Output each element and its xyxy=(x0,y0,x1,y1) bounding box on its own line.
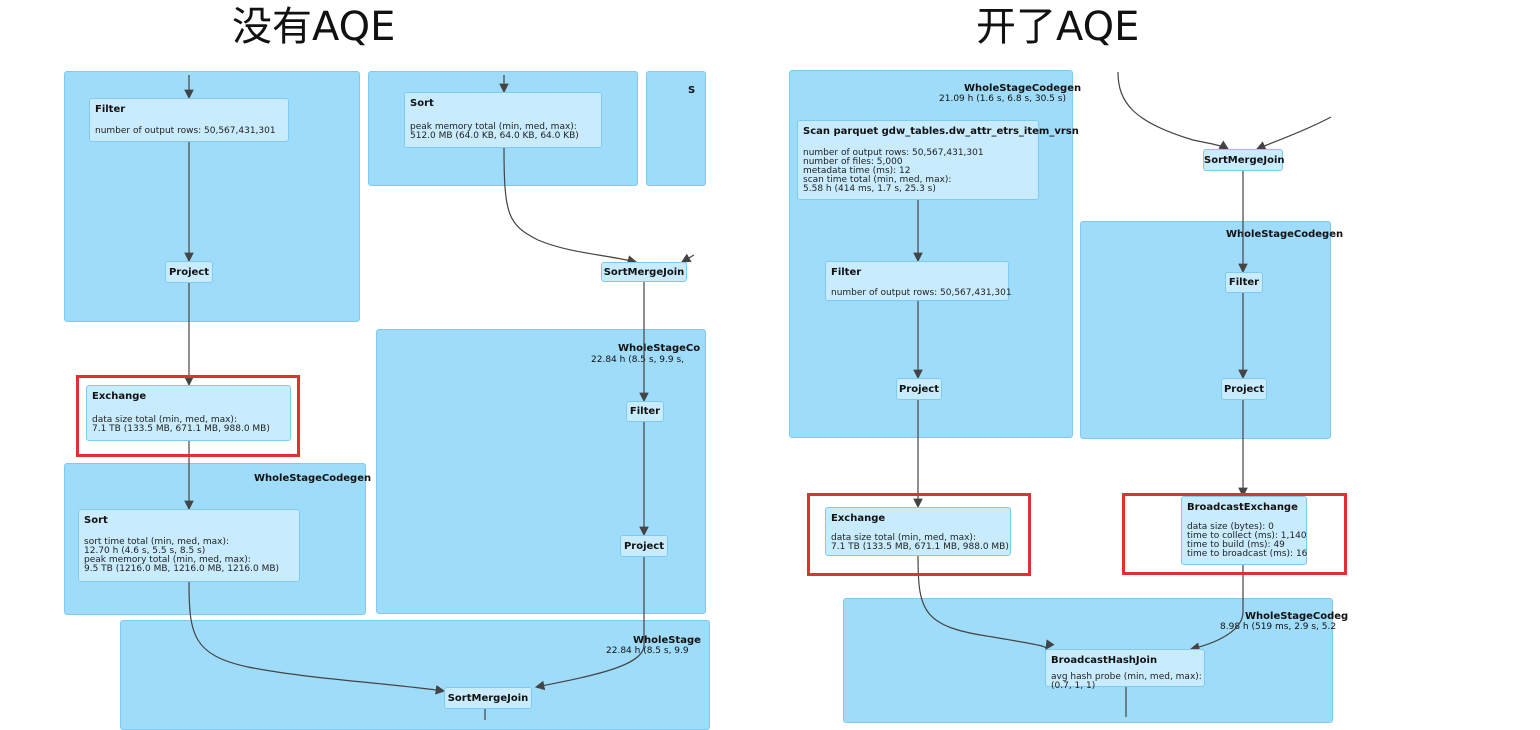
right-filter-b-title: Filter xyxy=(1228,277,1260,288)
wsc-bottom-label: WholeStage xyxy=(633,635,701,646)
right-bhj-title: BroadcastHashJoin xyxy=(1051,655,1158,666)
left-project-a-title: Project xyxy=(168,267,210,278)
right-bcast-node[interactable]: BroadcastExchange data size (bytes): 0 t… xyxy=(1181,496,1307,565)
left-filter-b-node[interactable]: Filter xyxy=(626,401,664,422)
left-exchange-highlight xyxy=(76,375,300,457)
right-exchange-node[interactable]: Exchange data size total (min, med, max)… xyxy=(825,507,1011,556)
right-project-title: Project xyxy=(898,384,940,395)
right-filter-detail: number of output rows: 50,567,431,301 xyxy=(831,288,1012,298)
wsc-bottom-right-time: 8.98 h (519 ms, 2.9 s, 5.2 xyxy=(1220,622,1337,632)
right-exchange-highlight xyxy=(807,493,1031,576)
right-project-node[interactable]: Project xyxy=(896,378,942,400)
wsc-mid-time: 22.84 h (8.5 s, 9.9 s, xyxy=(591,355,685,365)
cluster-cut-right xyxy=(646,71,706,186)
right-bhj-node[interactable]: BroadcastHashJoin avg hash probe (min, m… xyxy=(1045,649,1205,691)
right-plan-panel: WholeStageCodegen 21.09 h (1.6 s, 6.8 s,… xyxy=(789,70,1348,723)
left-sort-bottom-node[interactable]: Sort sort time total (min, med, max): 12… xyxy=(78,509,300,582)
left-sort-top-node[interactable]: Sort peak memory total (min, med, max): … xyxy=(404,92,602,148)
left-filter-detail: number of output rows: 50,567,431,301 xyxy=(95,126,276,136)
cut-cluster-label: S xyxy=(688,85,696,96)
cluster-wsc-mid xyxy=(376,329,706,614)
cluster-wsc-bottom xyxy=(120,620,710,730)
right-scan-title: Scan parquet gdw_tables.dw_attr_etrs_ite… xyxy=(803,126,1079,137)
title-without-aqe: 没有AQE xyxy=(232,4,396,50)
wsc-bottom-right-label: WholeStageCodeg xyxy=(1245,611,1349,622)
title-with-aqe: 开了AQE xyxy=(976,4,1140,50)
right-bcast-title: BroadcastExchange xyxy=(1187,502,1298,513)
right-filter-node[interactable]: Filter number of output rows: 50,567,431… xyxy=(825,261,1012,301)
right-project-b-title: Project xyxy=(1223,384,1265,395)
left-exchange-detail: data size total (min, med, max): 7.1 TB … xyxy=(92,415,270,434)
right-exchange-title: Exchange xyxy=(831,513,886,524)
wsc-bottom-time: 22.84 h (8.5 s, 9.9 xyxy=(606,646,689,656)
left-filter-node[interactable]: Filter number of output rows: 50,567,431… xyxy=(89,98,289,142)
left-sort-top-title: Sort xyxy=(410,98,434,109)
right-bhj-detail: avg hash probe (min, med, max): (0.7, 1,… xyxy=(1051,672,1202,691)
wsc-sort-label: WholeStageCodegen xyxy=(254,473,372,484)
right-filter-title: Filter xyxy=(831,267,862,278)
right-smj-node[interactable]: SortMergeJoin xyxy=(1203,149,1285,171)
right-scan-node[interactable]: Scan parquet gdw_tables.dw_attr_etrs_ite… xyxy=(797,120,1079,200)
left-sort-top-detail: peak memory total (min, med, max): 512.0… xyxy=(410,122,579,141)
cluster-wsc-right xyxy=(1080,221,1331,439)
wsc-mid-label: WholeStageCo xyxy=(618,343,701,354)
right-smj-title: SortMergeJoin xyxy=(1204,155,1285,166)
left-project-b-node[interactable]: Project xyxy=(620,535,668,557)
left-exchange-node[interactable]: Exchange data size total (min, med, max)… xyxy=(86,385,291,441)
left-project-b-title: Project xyxy=(623,541,665,552)
left-plan-panel: S WholeStageCo 22.84 h (8.5 s, 9.9 s, Wh… xyxy=(64,71,710,730)
left-smj-bottom-title: SortMergeJoin xyxy=(447,693,529,704)
wsc-scan-time: 21.09 h (1.6 s, 6.8 s, 30.5 s) xyxy=(939,94,1066,104)
right-exchange-detail: data size total (min, med, max): 7.1 TB … xyxy=(831,533,1009,552)
left-smj-top-node[interactable]: SortMergeJoin xyxy=(601,262,687,282)
right-project-b-node[interactable]: Project xyxy=(1221,378,1267,400)
wsc-scan-label: WholeStageCodegen xyxy=(964,83,1082,94)
wsc-right-label: WholeStageCodegen xyxy=(1226,229,1344,240)
left-smj-bottom-node[interactable]: SortMergeJoin xyxy=(444,687,532,709)
left-sort-bottom-title: Sort xyxy=(84,515,108,526)
left-exchange-title: Exchange xyxy=(92,391,147,402)
left-filter-b-title: Filter xyxy=(629,406,661,417)
left-project-a-node[interactable]: Project xyxy=(165,261,213,283)
right-bcast-highlight xyxy=(1122,493,1347,575)
right-bcast-detail: data size (bytes): 0 time to collect (ms… xyxy=(1187,522,1308,559)
left-sort-bottom-detail: sort time total (min, med, max): 12.70 h… xyxy=(84,537,280,574)
left-smj-top-title: SortMergeJoin xyxy=(603,267,685,278)
right-filter-b-node[interactable]: Filter xyxy=(1225,272,1263,293)
left-filter-title: Filter xyxy=(95,104,126,115)
right-scan-detail: number of output rows: 50,567,431,301 nu… xyxy=(803,148,984,194)
